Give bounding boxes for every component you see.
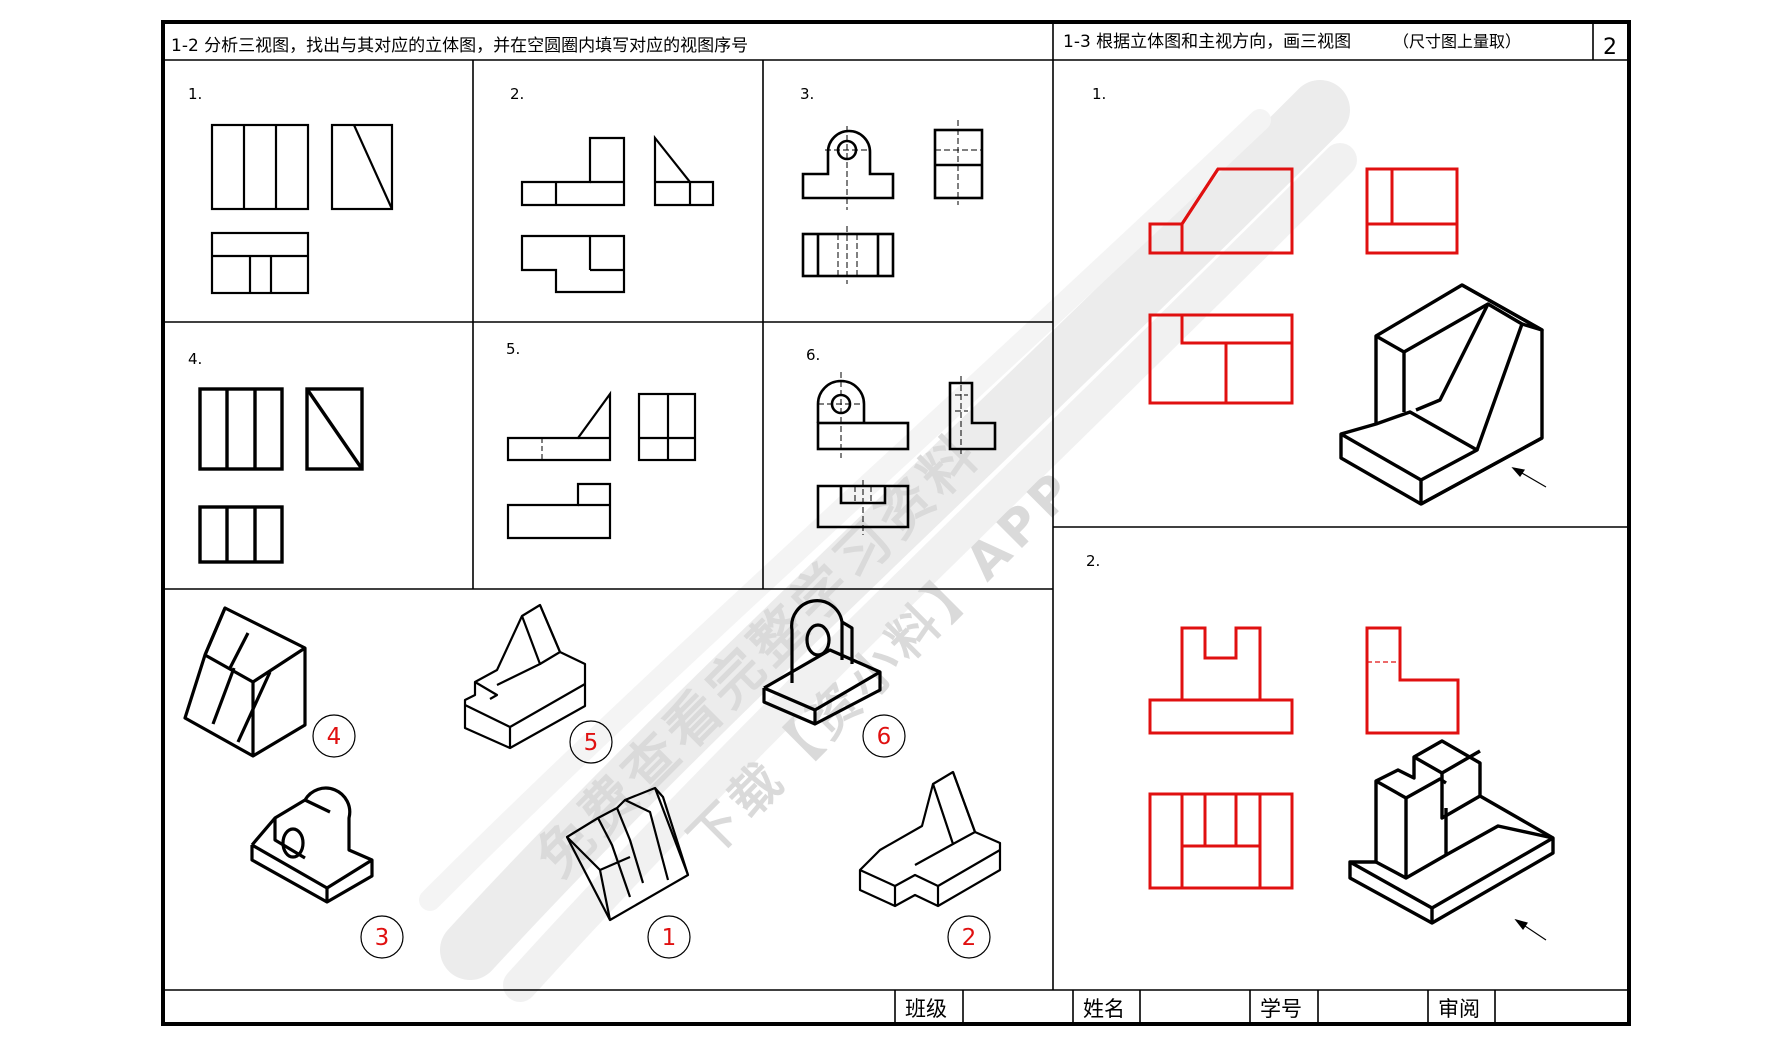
hidden-center-lines-6 bbox=[818, 372, 968, 535]
view-direction-arrow bbox=[1514, 918, 1547, 941]
three-views-5 bbox=[506, 390, 697, 540]
panel-number: 5. bbox=[506, 340, 520, 358]
three-views-1 bbox=[210, 123, 394, 295]
isometric-solid-e bbox=[565, 786, 690, 922]
student-id-field[interactable] bbox=[1318, 992, 1428, 1022]
sheet-frame bbox=[161, 20, 1631, 1026]
answer-label: 4 bbox=[327, 724, 342, 750]
watermark: 免费查看完整学习资料 下载【资小料】APP bbox=[419, 80, 1357, 1002]
name-field[interactable] bbox=[1140, 992, 1250, 1022]
isometric-solid-b bbox=[463, 603, 587, 750]
answer-views-1 bbox=[1148, 167, 1459, 405]
answer-circle[interactable] bbox=[569, 720, 613, 764]
right-exercise-title: 1-3 根据立体图和主视方向，画三视图 bbox=[1063, 32, 1351, 52]
hidden-center-lines-3 bbox=[825, 120, 982, 284]
panel-number: 2. bbox=[1086, 552, 1100, 570]
three-views-3 bbox=[801, 128, 984, 278]
three-views-4 bbox=[198, 387, 364, 564]
isometric-solid-f bbox=[858, 770, 1002, 908]
answer-circle[interactable] bbox=[647, 915, 691, 959]
answer-label: 2 bbox=[962, 925, 977, 951]
student-id-label: 学号 bbox=[1260, 997, 1302, 1021]
class-field[interactable] bbox=[963, 992, 1073, 1022]
answer-circle[interactable] bbox=[312, 714, 356, 758]
panel-number: 1. bbox=[1092, 85, 1106, 103]
three-views-2 bbox=[520, 134, 715, 294]
panel-number: 1. bbox=[188, 85, 202, 103]
answer-label: 5 bbox=[584, 730, 599, 756]
answer-circle[interactable] bbox=[862, 714, 906, 758]
isometric-part-1 bbox=[1339, 283, 1544, 506]
answer-label: 3 bbox=[375, 925, 390, 951]
review-label: 审阅 bbox=[1438, 997, 1480, 1021]
answer-views-2 bbox=[1148, 626, 1460, 890]
answer-label: 1 bbox=[662, 925, 677, 951]
right-exercise-title-note: （尺寸图上量取） bbox=[1393, 32, 1521, 51]
isometric-part-2 bbox=[1348, 739, 1555, 925]
review-field[interactable] bbox=[1495, 992, 1627, 1022]
answer-circle[interactable] bbox=[360, 915, 404, 959]
isometric-solid-a bbox=[183, 606, 307, 758]
class-label: 班级 bbox=[905, 997, 947, 1021]
panel-number: 2. bbox=[510, 85, 524, 103]
name-label: 姓名 bbox=[1083, 997, 1125, 1021]
answer-circles bbox=[312, 714, 991, 959]
answer-circle[interactable] bbox=[947, 915, 991, 959]
answer-label: 6 bbox=[877, 724, 892, 750]
page-number: 2 bbox=[1603, 35, 1617, 60]
panel-number: 3. bbox=[800, 85, 814, 103]
isometric-solid-c bbox=[762, 599, 882, 726]
three-views-6 bbox=[816, 379, 997, 529]
panel-number: 4. bbox=[188, 350, 202, 368]
isometric-solid-d bbox=[250, 786, 374, 904]
left-exercise-title: 1-2 分析三视图，找出与其对应的立体图，并在空圆圈内填写对应的视图序号 bbox=[171, 36, 748, 56]
panel-number: 6. bbox=[806, 346, 820, 364]
view-direction-arrow bbox=[1511, 467, 1547, 488]
